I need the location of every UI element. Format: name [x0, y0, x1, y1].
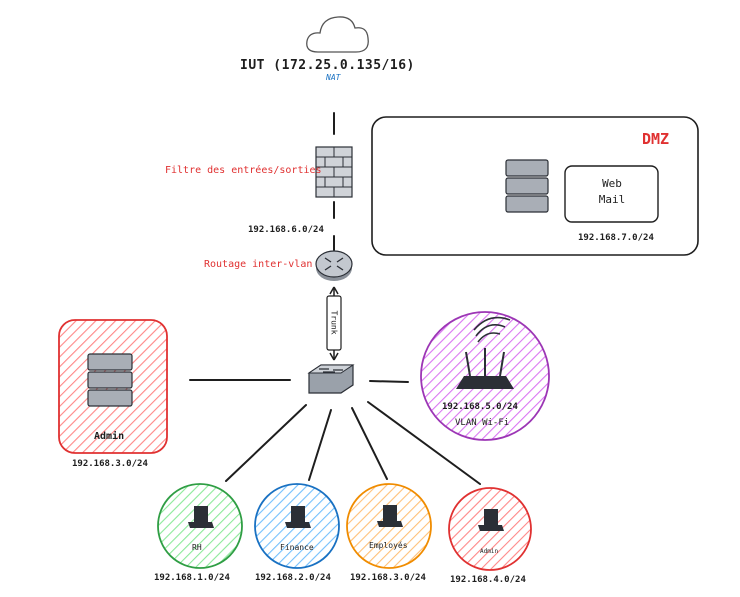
wifi-router-icon [456, 316, 514, 389]
wifi-label: VLAN Wi-Fi [455, 418, 510, 428]
firewall-label: Filtre des entrées/sorties [165, 165, 322, 176]
trunk-label: Trunk [329, 310, 339, 335]
vlan-admin-subnet: 192.168.4.0/24 [450, 575, 526, 585]
vlan-rh-label: RH [192, 543, 202, 552]
admin-server-icon [87, 353, 133, 407]
dmz-services-box [564, 165, 659, 223]
dmz-title: DMZ [642, 130, 670, 148]
vlan-employes-label: Employés [369, 541, 408, 550]
firewall-icon [315, 146, 353, 198]
internet-label: IUT (172.25.0.135/16) [240, 58, 415, 73]
vlan-finance-label: Finance [280, 543, 314, 552]
dmz-subnet: 192.168.7.0/24 [578, 233, 654, 243]
workstation-icon [377, 505, 403, 527]
workstation-icon [285, 506, 311, 528]
cloud-icon [306, 16, 369, 53]
vlan-admin-label: Admin [480, 548, 499, 555]
router-label: Routage inter-vlan [204, 259, 313, 270]
workstation-icon [478, 509, 504, 531]
switch-icon [307, 364, 355, 394]
dmz-service-web: Web [602, 177, 622, 190]
vlan-rh-subnet: 192.168.1.0/24 [154, 573, 230, 583]
dmz-service-mail: Mail [598, 193, 626, 206]
dmz-server-icon [505, 159, 549, 213]
nat-label: NAT [326, 73, 341, 82]
admin-zone-label: Admin [94, 431, 125, 442]
wifi-subnet: 192.168.5.0/24 [442, 402, 518, 412]
vlan-employes-subnet: 192.168.3.0/24 [350, 573, 426, 583]
connection-lines [189, 112, 481, 485]
workstation-icon [188, 506, 214, 528]
firewall-subnet: 192.168.6.0/24 [248, 225, 324, 235]
vlan-finance-subnet: 192.168.2.0/24 [255, 573, 331, 583]
trunk-link [326, 286, 342, 361]
router-icon [315, 250, 353, 281]
admin-zone-subnet: 192.168.3.0/24 [72, 459, 148, 469]
